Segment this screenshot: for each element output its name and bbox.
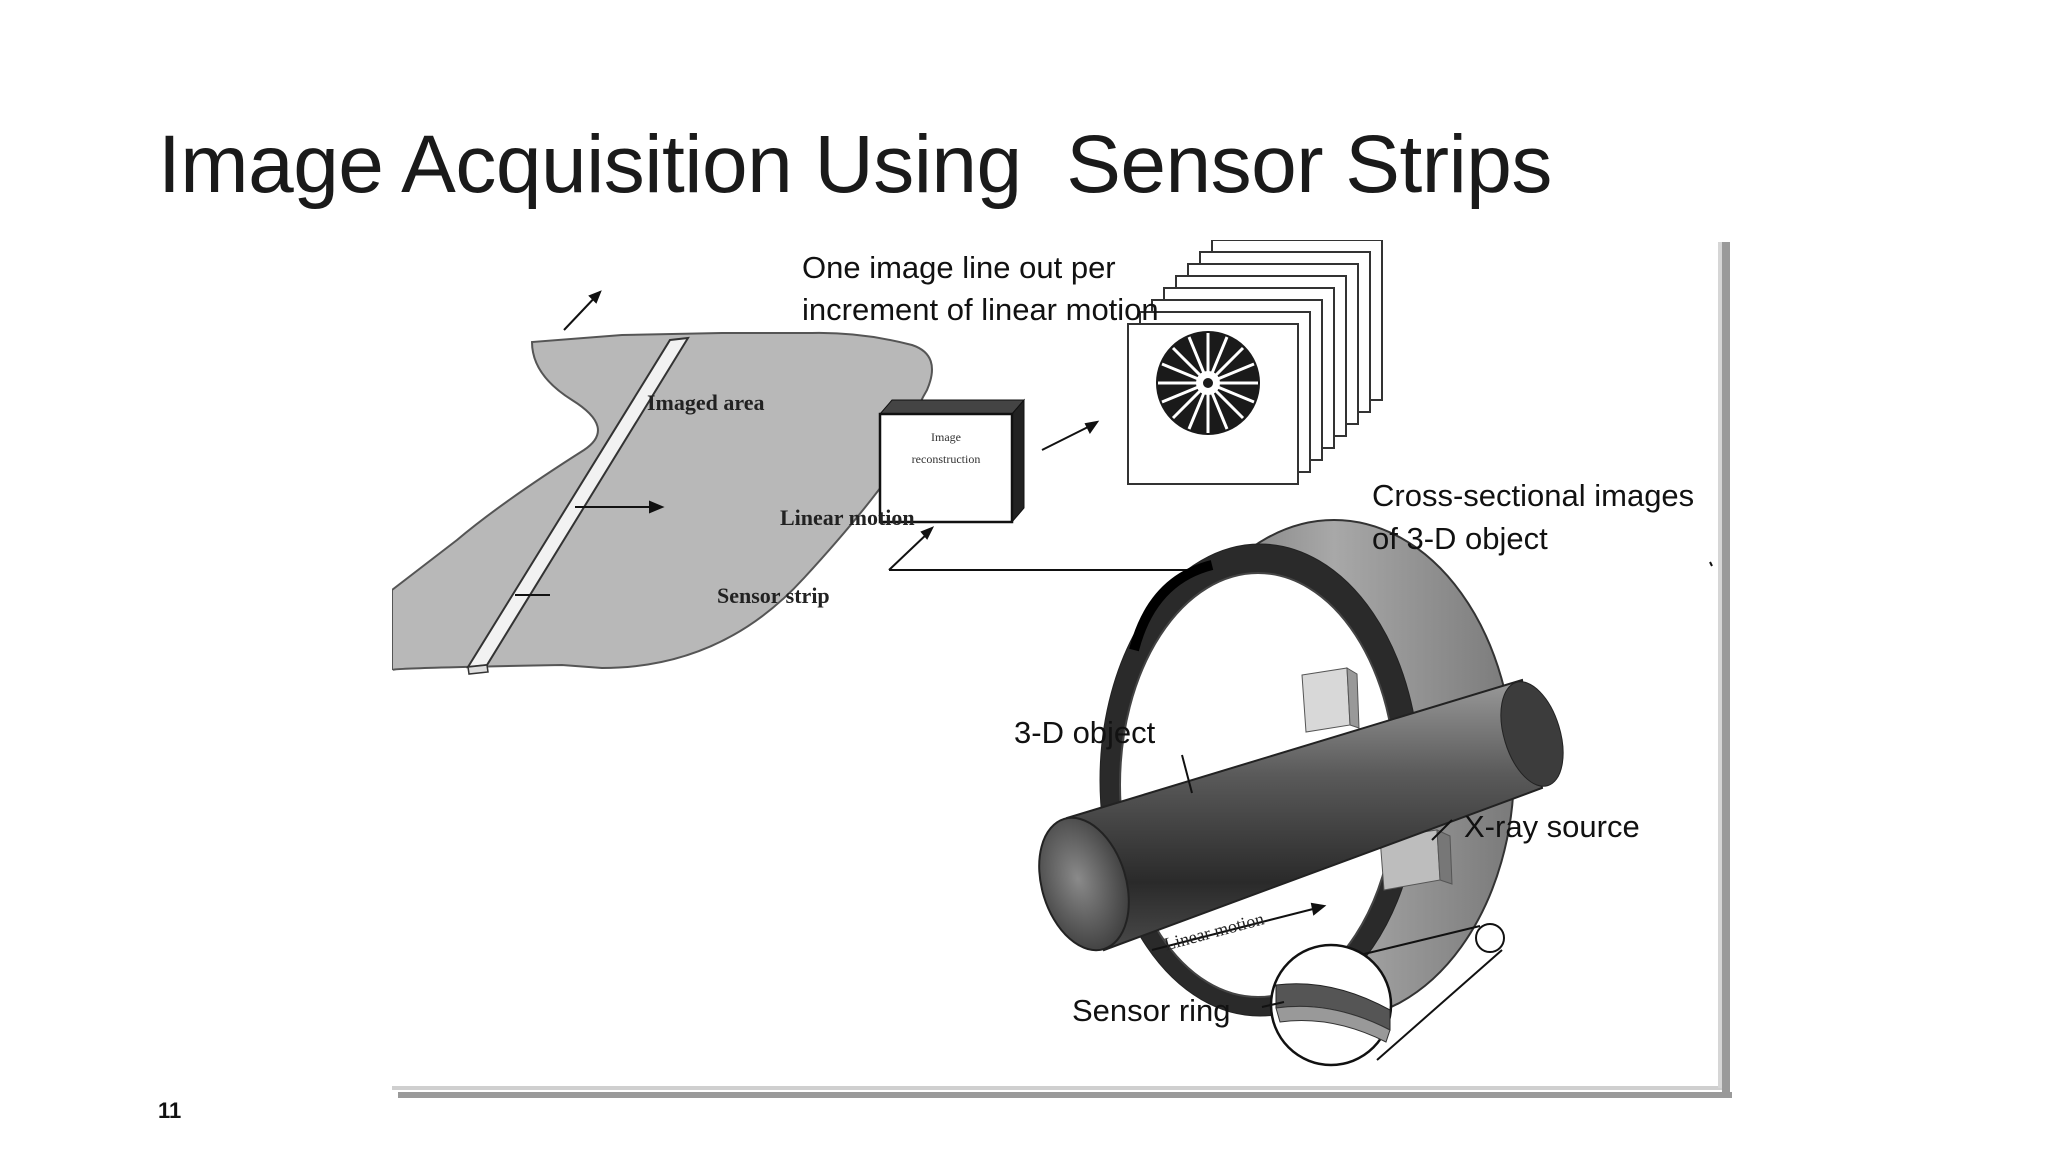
imaged-area-label: Imaged area [647,390,765,415]
object-label: 3-D object [1014,715,1156,750]
strip-arrows [515,290,665,596]
cylinder-motion-arrow [1151,902,1327,951]
cross-section-stack [1127,240,1383,485]
sensor-strip-bar [466,336,690,675]
image-reconstruction-box [878,398,1026,524]
imaged-area-shape [392,331,933,671]
ct-arrows [1181,754,1453,1008]
cross-sectional-label-1: Cross-sectional images [1372,478,1695,513]
detector-block [1301,667,1360,733]
sensor-ring-magnifier [1269,923,1505,1067]
acquisition-figure: One image line out per increment of line… [392,240,1732,1100]
reconstruction-arrows [888,420,1713,571]
figure-graphics [392,240,1732,1098]
image-reconstruction-label-2: reconstruction [911,452,981,466]
cross-section-disc-icon [1156,331,1260,435]
cross-sectional-label-2: of 3-D object [1372,521,1548,556]
xray-source-label: X-ray source [1464,809,1640,844]
sensor-ring-label: Sensor ring [1072,993,1231,1028]
slide-title: Image Acquisition Using Sensor Strips [158,119,1552,210]
strip-callout-label: One image line out per [802,250,1116,285]
image-reconstruction-label-1: Image [931,430,961,444]
strip-callout-label-2: increment of linear motion [802,292,1159,327]
figure-frame [392,242,1732,1098]
cylinder-object [1038,678,1564,952]
sensor-strip-label: Sensor strip [717,583,830,608]
linear-motion-label: Linear motion [780,505,915,530]
slide-number: 11 [158,1098,182,1123]
xray-source-block [1379,829,1453,891]
